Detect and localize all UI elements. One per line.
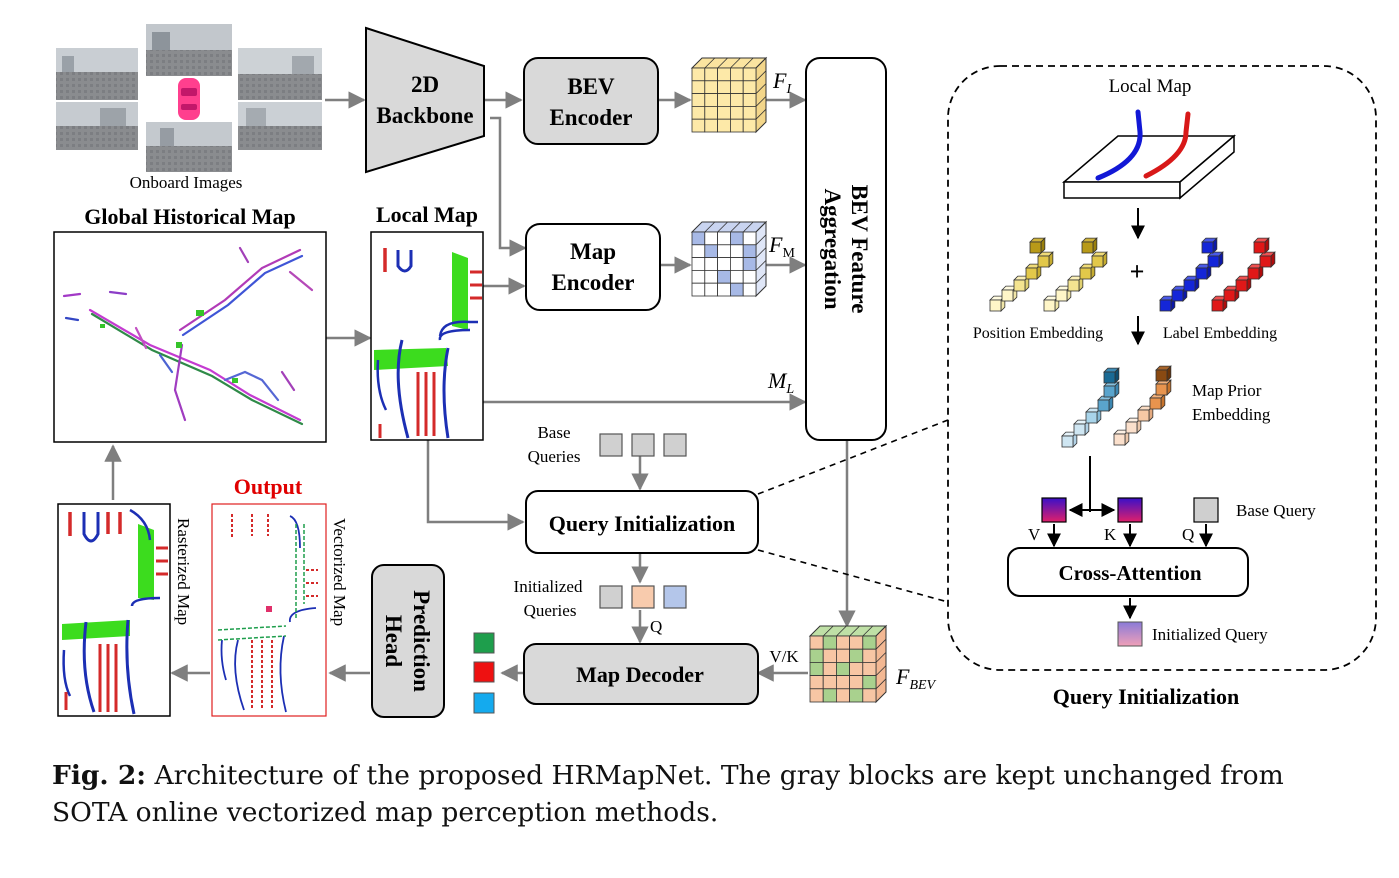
- v-label: V: [1028, 525, 1041, 544]
- backbone-label-line2: Backbone: [376, 103, 473, 128]
- query-init-block: Query Initialization: [525, 490, 759, 554]
- fm-label: FM: [768, 232, 795, 261]
- base-query-label: Base Query: [1236, 501, 1316, 520]
- output-title: Output: [234, 474, 303, 499]
- key-token: [1117, 497, 1143, 523]
- base-query-token: [1193, 497, 1219, 523]
- init-queries-line2: Queries: [524, 601, 577, 620]
- prediction-head-line2: Head: [381, 615, 406, 668]
- pipeline-arrows: [104, 91, 856, 682]
- query-init-label: Query Initialization: [549, 511, 735, 536]
- detail-panel-title: Query Initialization: [1053, 684, 1239, 709]
- class-token-divider: [473, 632, 495, 654]
- vectorized-map: Vectorized Map: [211, 503, 349, 717]
- initialized-query-token: [599, 585, 623, 609]
- initialized-query-token: [663, 585, 687, 609]
- vk-label: V/K: [769, 647, 799, 666]
- fi-label: FI: [772, 68, 792, 97]
- onboard-images: Onboard Images: [56, 24, 322, 192]
- initialized-queries: Initialized Queries Q: [514, 577, 687, 636]
- bev-encoder-block: BEV Encoder: [523, 57, 659, 145]
- map-decoder-label: Map Decoder: [576, 662, 704, 687]
- aggregation-line2: Aggregation: [820, 189, 845, 310]
- cross-attention-label: Cross-Attention: [1058, 561, 1201, 585]
- initialized-query-token: [1117, 621, 1143, 647]
- map-encoder-line2: Encoder: [551, 270, 634, 295]
- position-embedding-label: Position Embedding: [973, 325, 1103, 342]
- prediction-head-line1: Prediction: [409, 590, 434, 692]
- prediction-head-block: Prediction Head: [371, 564, 445, 718]
- detail-local-map-label: Local Map: [1109, 76, 1192, 97]
- local-map-input: Local Map: [370, 202, 484, 441]
- k-label: K: [1104, 525, 1117, 544]
- initialized-query-label: Initialized Query: [1152, 625, 1268, 644]
- map-decoder-block: Map Decoder V/K: [523, 643, 799, 705]
- arrow-local-map-to-query-init: [426, 440, 525, 531]
- map-prior-embedding-cubes: [1061, 365, 1172, 448]
- base-query-token: [599, 433, 623, 457]
- ego-car-icon: [178, 78, 200, 120]
- camera-image-back: [146, 122, 232, 172]
- position-embedding-cubes: [989, 237, 1108, 312]
- class-tokens: [473, 632, 495, 714]
- map-prior-line2: Embedding: [1192, 405, 1271, 424]
- value-token: [1041, 497, 1067, 523]
- vectorized-map-label: Vectorized Map: [330, 518, 349, 626]
- detail-connectors: [757, 419, 949, 603]
- label-embedding-cubes: [1159, 237, 1276, 312]
- map-encoder-line1: Map: [570, 239, 616, 264]
- base-query-token: [631, 433, 655, 457]
- camera-image-front: [146, 24, 232, 76]
- q-detail-label: Q: [1182, 525, 1194, 544]
- rasterized-map: Rasterized Map: [57, 503, 193, 717]
- feature-cube-fm: [690, 220, 768, 298]
- caption-text: Architecture of the proposed HRMapNet. T…: [52, 760, 1284, 828]
- ml-label: ML: [767, 368, 794, 397]
- bev-encoder-line1: BEV: [567, 74, 615, 99]
- fbev-label: FBEV: [895, 664, 937, 693]
- camera-image-back-left: [56, 102, 138, 150]
- label-embedding-label: Label Embedding: [1163, 325, 1277, 342]
- camera-image-front-left: [56, 48, 138, 100]
- bev-encoder-line2: Encoder: [549, 105, 632, 130]
- base-query-token: [663, 433, 687, 457]
- init-queries-line1: Initialized: [514, 577, 583, 596]
- caption-label: Fig. 2:: [52, 760, 147, 791]
- camera-image-front-right: [238, 48, 322, 100]
- arrow-backbone-to-map-encoder: [490, 116, 527, 257]
- map-prior-line1: Map Prior: [1192, 381, 1262, 400]
- global-historical-map: Global Historical Map: [53, 204, 327, 443]
- figure-caption: Fig. 2: Architecture of the proposed HRM…: [52, 757, 1362, 831]
- map-encoder-block: Map Encoder: [525, 223, 661, 311]
- onboard-images-caption: Onboard Images: [130, 173, 243, 192]
- global-map-title: Global Historical Map: [84, 204, 295, 229]
- backbone-label-line1: 2D: [411, 72, 439, 97]
- local-map-slab: [1061, 109, 1237, 200]
- aggregation-block: BEV Feature Aggregation: [805, 57, 887, 441]
- local-map-title: Local Map: [376, 202, 478, 227]
- camera-image-back-right: [238, 102, 322, 150]
- architecture-diagram: Onboard Images 2D Backbone BEV Encoder: [53, 24, 1377, 718]
- initialized-query-token: [631, 585, 655, 609]
- base-queries-line2: Queries: [528, 447, 581, 466]
- rasterized-map-label: Rasterized Map: [174, 518, 193, 625]
- backbone-block: 2D Backbone: [365, 26, 485, 174]
- q-label: Q: [650, 617, 662, 636]
- class-token-pedestrian: [473, 692, 495, 714]
- class-token-boundary: [473, 661, 495, 683]
- query-init-detail-panel: Local Map + Position Embedding Label Emb…: [947, 65, 1377, 709]
- base-queries-line1: Base: [537, 423, 570, 442]
- plus-sign: +: [1130, 257, 1145, 286]
- aggregation-line1: BEV Feature: [847, 185, 872, 314]
- feature-cube-fbev: [808, 624, 888, 704]
- feature-cube-fi: [690, 56, 768, 134]
- base-queries: Base Queries: [528, 423, 687, 466]
- cross-attention-block: [1007, 547, 1249, 597]
